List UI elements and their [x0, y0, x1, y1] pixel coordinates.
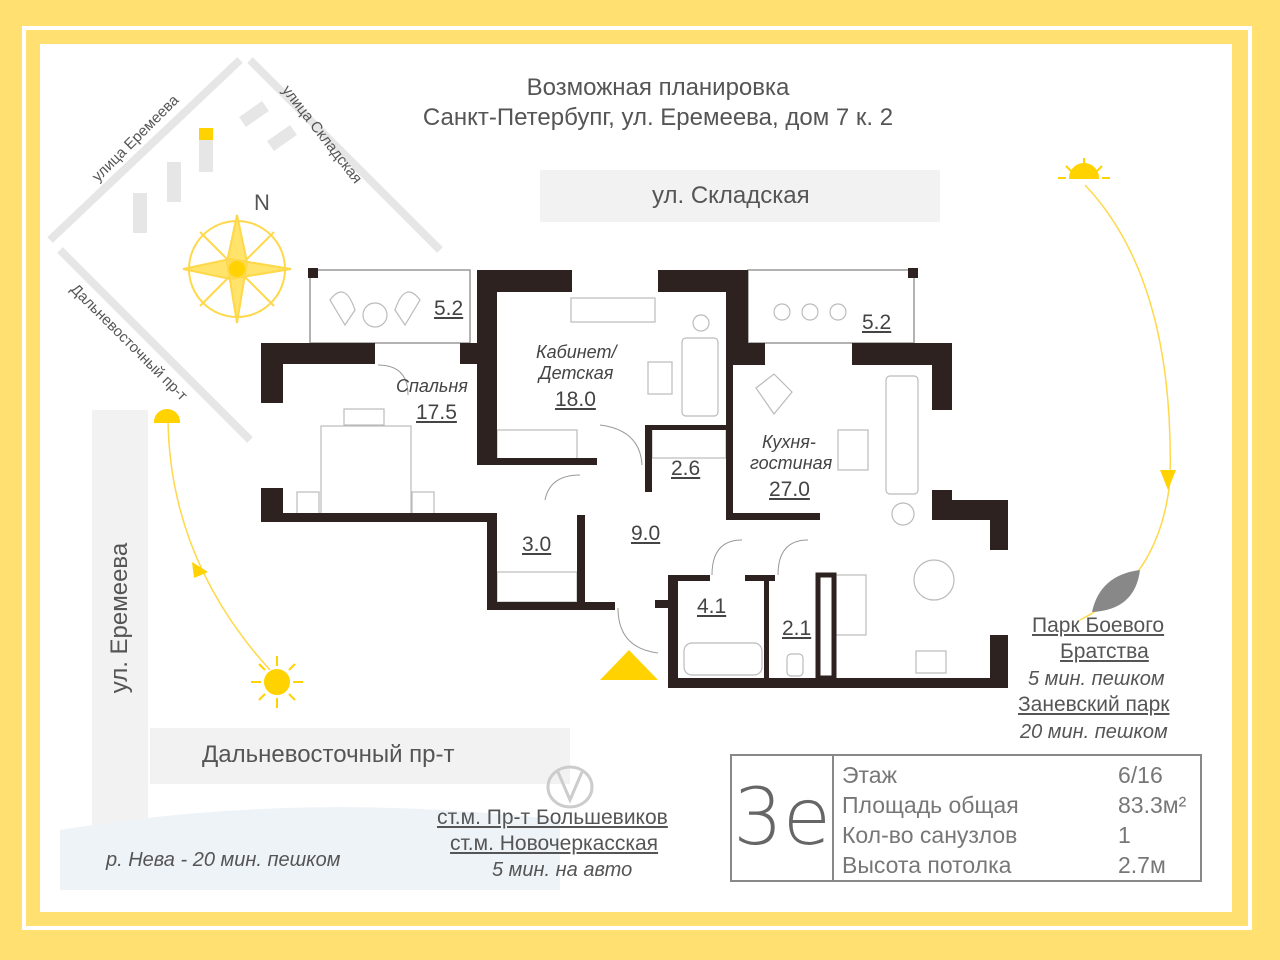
- river-info: р. Нева - 20 мин. пешком: [106, 849, 341, 871]
- buildings-icon: [133, 101, 297, 233]
- info-label: Этаж: [842, 762, 897, 788]
- info-value: 83.3м²: [1118, 792, 1187, 818]
- bedroom-area: 17.5: [416, 401, 457, 424]
- sun-path-left: [167, 419, 271, 671]
- arrow-icon: [1160, 470, 1176, 490]
- study-label-2: Детская: [539, 363, 614, 383]
- study-area: 18.0: [555, 388, 596, 411]
- info-row: Кол-во санузлов 1: [842, 820, 1192, 850]
- metro-station-1[interactable]: ст.м. Пр-т Большевиков: [437, 806, 668, 829]
- park1-link[interactable]: Парк Боевого: [1032, 614, 1165, 637]
- info-value: 1: [1118, 822, 1131, 848]
- doors: [377, 364, 809, 654]
- info-row: Этаж 6/16: [842, 760, 1192, 790]
- storage-area: 2.6: [671, 457, 701, 480]
- info-value: 6/16: [1118, 762, 1163, 788]
- study-label: Кабинет/: [536, 342, 617, 362]
- apartment-code: 3е: [732, 756, 834, 880]
- kitchen-area: 27.0: [769, 478, 810, 501]
- compass-north-label: N: [254, 190, 270, 215]
- info-value: 2.7м: [1118, 852, 1166, 878]
- info-label: Площадь общая: [842, 792, 1019, 818]
- street-left: ул. Еремеева: [106, 542, 133, 694]
- apartment-info-table: 3е Этаж 6/16 Площадь общая 83.3м² Кол-во с…: [730, 754, 1202, 882]
- info-label: Высота потолка: [842, 852, 1012, 878]
- road-top: [540, 170, 940, 222]
- road-bottom: [150, 728, 570, 784]
- walls: [261, 268, 1008, 688]
- road-left: [92, 410, 148, 830]
- compass-icon: [182, 214, 292, 324]
- sun-icon: [153, 158, 1110, 708]
- park1-link-2[interactable]: Братства: [1060, 640, 1149, 663]
- park1-time: 5 мин. пешком: [1028, 668, 1165, 690]
- info-row: Высота потолка 2.7м: [842, 850, 1192, 880]
- kitchen-label: Кухня-: [762, 432, 816, 452]
- building-marker: [199, 128, 213, 140]
- balcony-left-area: 5.2: [434, 297, 464, 320]
- balcony-right-area: 5.2: [862, 311, 892, 334]
- park2-time: 20 мин. пешком: [1020, 721, 1168, 743]
- metro-station-2[interactable]: ст.м. Новочеркасская: [450, 832, 659, 855]
- street-bottom: Дальневосточный пр-т: [202, 741, 455, 768]
- leaf-icon: [1092, 570, 1140, 612]
- outer-frame: [22, 26, 1252, 930]
- title-line2: Санкт-Петербупг, ул. Еремеева, дом 7 к. …: [422, 104, 894, 131]
- bath-area: 4.1: [697, 595, 727, 618]
- wc-area: 2.1: [782, 617, 812, 640]
- bedroom-label: Спальня: [396, 376, 468, 396]
- info-row: Площадь общая 83.3м²: [842, 790, 1192, 820]
- metro-time: 5 мин. на авто: [492, 859, 633, 881]
- arrow-icon: [192, 562, 208, 578]
- street-top: ул. Складская: [652, 182, 810, 209]
- info-label: Кол-во санузлов: [842, 822, 1018, 848]
- entrance-marker-icon: [600, 650, 658, 680]
- balcony-left: [309, 269, 471, 344]
- sun-path-right: [1079, 184, 1172, 621]
- metro-icon: [546, 765, 594, 809]
- river: [60, 807, 560, 890]
- park2-link[interactable]: Заневский парк: [1018, 693, 1170, 716]
- title-line1: Возможная планировка: [526, 74, 790, 101]
- kitchen-label-2: гостиная: [750, 453, 833, 473]
- diag-roads: [47, 57, 443, 443]
- hall-area: 9.0: [631, 522, 661, 545]
- closet-area: 3.0: [522, 533, 552, 556]
